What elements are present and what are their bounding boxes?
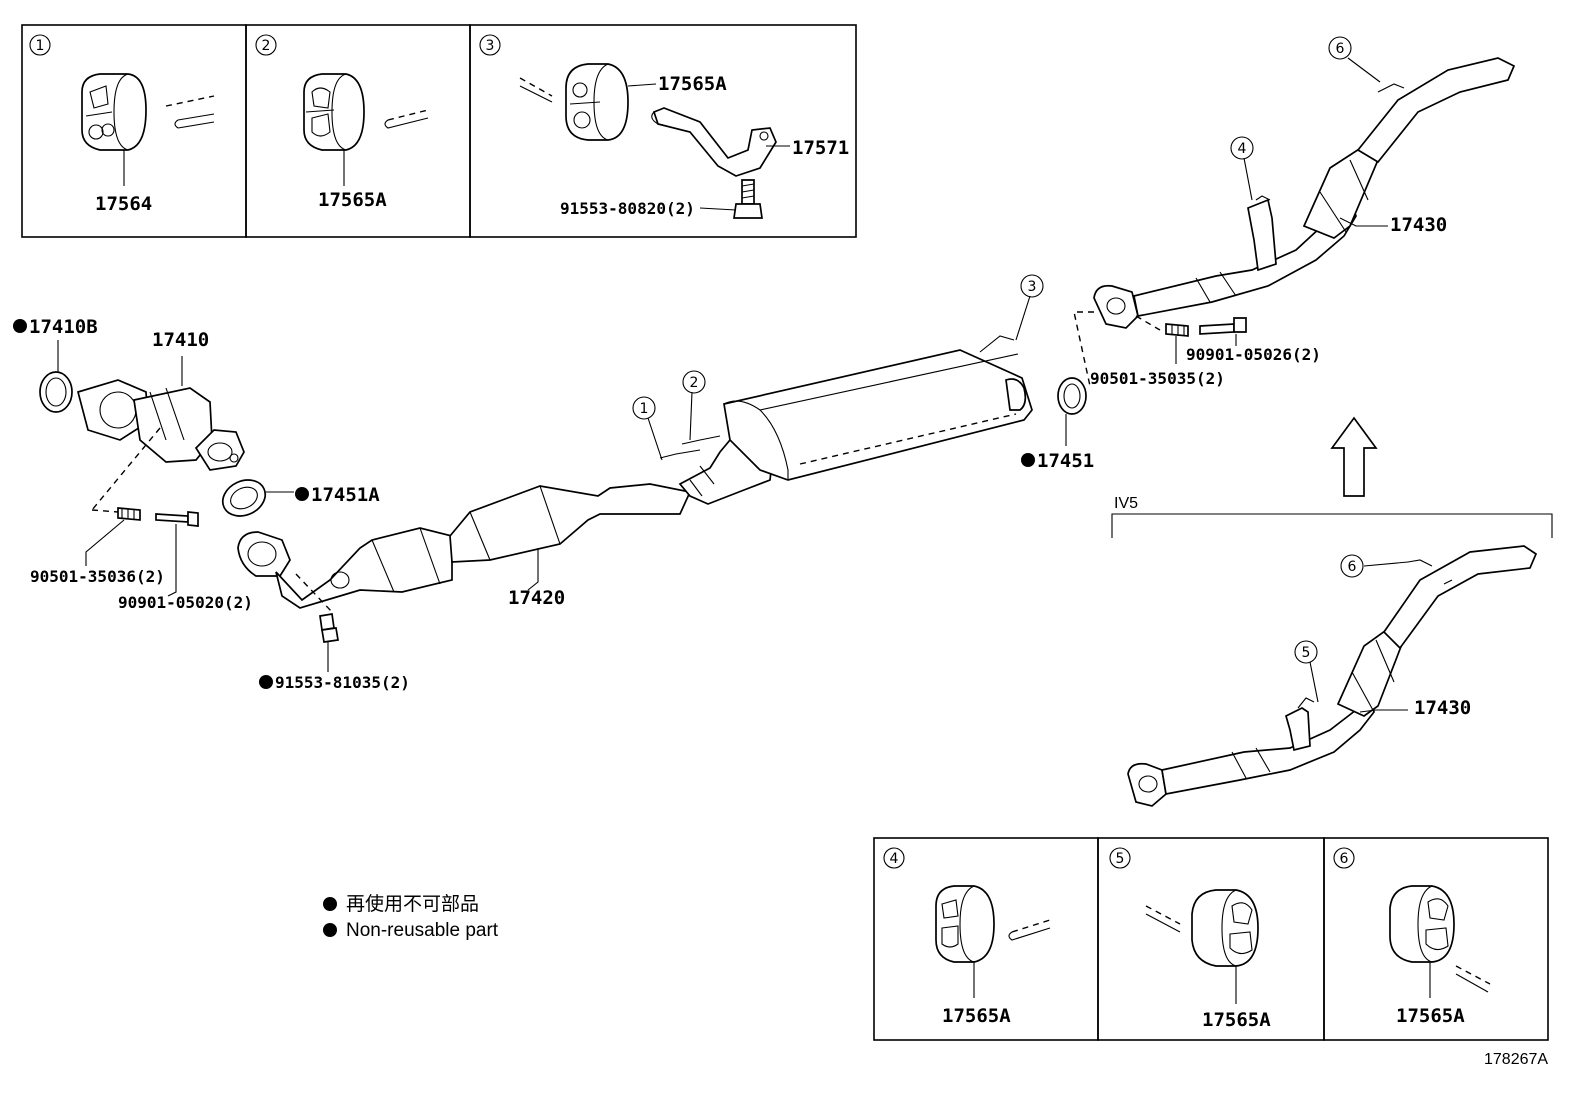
- part-number-label: 17564: [95, 193, 152, 215]
- non-reusable-dot: [1021, 453, 1035, 467]
- gasket-ring-icon: [1057, 377, 1087, 415]
- svg-text:17410B: 17410B: [29, 316, 98, 338]
- detail-box-5: 5 17565A: [1097, 837, 1325, 1041]
- callout-6: 6: [1340, 554, 1409, 578]
- converter-17410-icon: [76, 379, 245, 471]
- callout-4: 4: [1230, 136, 1254, 201]
- hanger-pin-icon: [165, 95, 215, 129]
- figure-id: 178267A: [1484, 1051, 1548, 1068]
- svg-text:IV5: IV5: [1114, 495, 1138, 512]
- center-muffler-icon: [659, 335, 1033, 505]
- callout-5: 5: [1294, 640, 1319, 703]
- rubber-hanger-icon: [81, 73, 147, 151]
- svg-text:3: 3: [486, 38, 495, 54]
- svg-text:91553-81035(2): 91553-81035(2): [275, 673, 410, 692]
- bolt-icon: [155, 511, 199, 527]
- rubber-hanger-icon: [303, 73, 365, 151]
- bolt-icon: [319, 613, 339, 643]
- svg-text:17565A: 17565A: [658, 73, 727, 95]
- svg-text:90901-05020(2): 90901-05020(2): [118, 593, 253, 612]
- gasket-ring-icon: [39, 371, 73, 413]
- assembly-17410: 17410B 17410 90501-35036(2): [13, 316, 253, 612]
- non-reusable-dot: [323, 923, 337, 937]
- svg-text:90501-35036(2): 90501-35036(2): [30, 567, 165, 586]
- non-reusable-dot: [323, 897, 337, 911]
- svg-text:1: 1: [640, 401, 649, 417]
- callout-3: 3: [1015, 274, 1044, 341]
- svg-text:17565A: 17565A: [1396, 1005, 1465, 1027]
- svg-text:17565A: 17565A: [942, 1005, 1011, 1027]
- svg-text:2: 2: [262, 38, 271, 54]
- svg-text:3: 3: [1028, 279, 1037, 295]
- svg-text:17571: 17571: [792, 137, 849, 159]
- svg-text:90501-35035(2): 90501-35035(2): [1090, 369, 1225, 388]
- bracket-icon: [651, 107, 777, 177]
- svg-text:4: 4: [890, 851, 899, 867]
- hanger-pin-icon: [1455, 965, 1491, 993]
- assembly-17430-bottom: 5 6 17430: [1127, 545, 1538, 807]
- stud-icon: [117, 507, 141, 521]
- up-arrow-icon: [1330, 416, 1378, 497]
- svg-text:17420: 17420: [508, 587, 565, 609]
- rubber-hanger-icon: [1191, 889, 1259, 967]
- non-reusable-dot: [259, 675, 273, 689]
- assembly-17430-top: 4 6 17430 90901-05026(2) 90501-35035(2): [1073, 36, 1516, 388]
- front-pipe-17420-icon: [237, 483, 692, 609]
- rubber-hanger-icon: [935, 885, 995, 963]
- detail-box-4: 4 17565A: [873, 837, 1099, 1041]
- hanger-pin-icon: [384, 109, 429, 129]
- gasket-17451: 17451: [1021, 377, 1094, 472]
- svg-text:17451A: 17451A: [311, 484, 380, 506]
- svg-text:5: 5: [1302, 645, 1311, 661]
- detail-box-2: 2 17565A: [245, 24, 471, 238]
- svg-text:5: 5: [1116, 851, 1125, 867]
- variant-bracket: IV5: [1111, 495, 1553, 538]
- rubber-hanger-icon: [1389, 885, 1455, 963]
- svg-text:17430: 17430: [1414, 697, 1471, 719]
- tail-pipe-17430-iv5-icon: [1127, 545, 1538, 807]
- svg-text:17410: 17410: [152, 329, 209, 351]
- svg-text:6: 6: [1340, 851, 1349, 867]
- stud-icon: [1165, 323, 1189, 337]
- svg-text:17565A: 17565A: [1202, 1009, 1271, 1031]
- svg-text:再使用不可部品: 再使用不可部品: [346, 893, 479, 915]
- svg-text:17451: 17451: [1037, 450, 1094, 472]
- detail-box-6: 6 17565A: [1323, 837, 1549, 1041]
- non-reusable-dot: [13, 319, 27, 333]
- assembly-17420: 17420 91553-81035(2): [237, 483, 692, 692]
- bolt-icon: [733, 179, 763, 219]
- svg-text:91553-80820(2): 91553-80820(2): [560, 199, 695, 218]
- callout-1: 1: [632, 396, 663, 461]
- detail-box-3: 3 17565A 17571 91553-80820(2): [469, 24, 857, 238]
- svg-text:Non-reusable part: Non-reusable part: [346, 920, 499, 941]
- callout-6: 6: [1328, 36, 1381, 83]
- svg-text:90901-05026(2): 90901-05026(2): [1186, 345, 1321, 364]
- svg-text:1: 1: [36, 38, 45, 54]
- tail-pipe-17430-icon: [1093, 57, 1516, 329]
- detail-box-1: 1 17564: [21, 24, 247, 238]
- bolt-icon: [1199, 317, 1247, 335]
- svg-text:4: 4: [1238, 141, 1247, 157]
- svg-text:17430: 17430: [1390, 214, 1447, 236]
- part-number-label: 17565A: [318, 189, 387, 211]
- non-reusable-dot: [295, 487, 309, 501]
- legend: 再使用不可部品 Non-reusable part: [323, 893, 499, 941]
- rubber-hanger-icon: [565, 63, 629, 141]
- svg-text:6: 6: [1348, 559, 1357, 575]
- hanger-pin-icon: [1008, 919, 1051, 941]
- gasket-ring-icon: [221, 479, 267, 517]
- gasket-17451A: 17451A: [221, 479, 380, 517]
- callout-2: 2: [682, 370, 706, 441]
- svg-text:6: 6: [1336, 41, 1345, 57]
- svg-text:2: 2: [690, 375, 699, 391]
